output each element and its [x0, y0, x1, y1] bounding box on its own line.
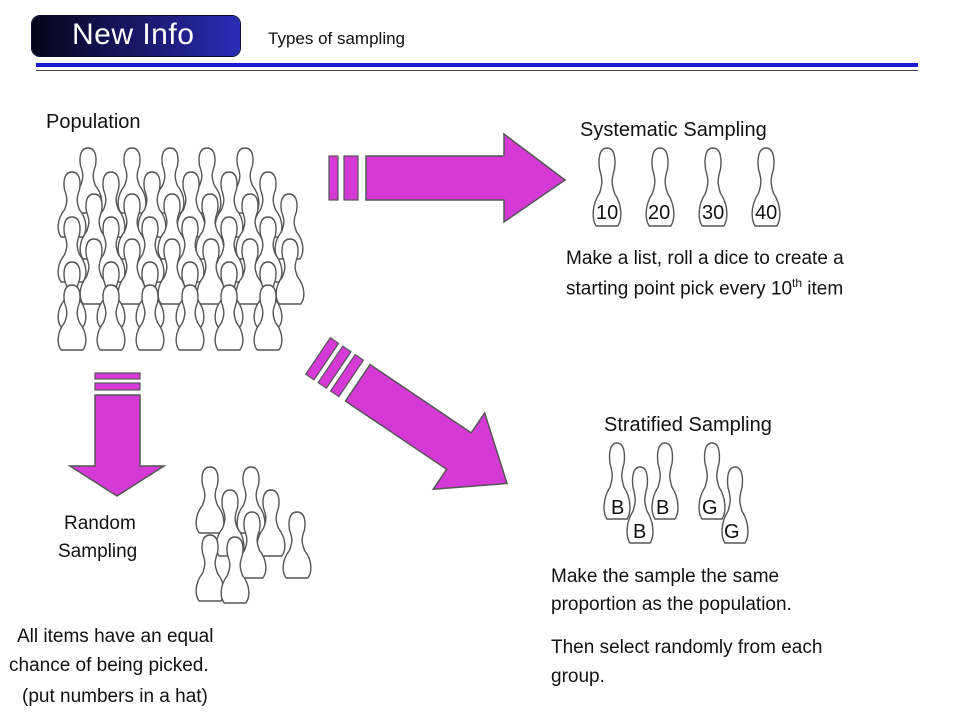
stratified-pin-label: G — [702, 497, 718, 519]
header-title: New Info — [72, 18, 195, 51]
stratified-sample-pins — [603, 442, 749, 544]
bowling-pin — [721, 466, 749, 544]
population-pins — [57, 147, 305, 351]
stratified-title: Stratified Sampling — [604, 414, 772, 436]
stratified-description-line1: Make the sample the same — [551, 566, 780, 587]
systematic-description-text: starting point pick every 10 — [566, 278, 793, 300]
bowling-pin — [220, 536, 250, 604]
bowling-pin — [698, 442, 726, 520]
stratified-pin-label: B — [611, 497, 625, 519]
bowling-pin — [79, 238, 109, 305]
bowling-pin — [96, 284, 126, 351]
random-description-line1: All items have an equal — [17, 626, 214, 647]
bowling-pin — [282, 511, 312, 579]
arrow-stripe — [304, 336, 340, 381]
stratified-description-line2: proportion as the population. — [551, 594, 792, 615]
bowling-pin — [196, 238, 226, 305]
bowling-pin — [57, 284, 87, 351]
arrow-to-stratified — [304, 336, 509, 491]
systematic-description-line2: starting point pick every 10th item — [566, 276, 843, 300]
bowling-pin — [275, 238, 305, 305]
stratified-pin-label: G — [724, 521, 740, 543]
header-rule-thin — [36, 70, 918, 71]
random-label-line2: Sampling — [58, 541, 138, 562]
bowling-pin — [603, 442, 631, 520]
stratified-description-line4: group. — [551, 666, 605, 687]
arrow-body — [344, 363, 509, 491]
bowling-pin — [175, 284, 205, 351]
systematic-title: Systematic Sampling — [580, 119, 767, 141]
random-sample-pins — [195, 466, 312, 604]
header-subtitle: Types of sampling — [268, 29, 406, 48]
random-description-line3: (put numbers in a hat) — [22, 686, 208, 707]
arrow-to-random — [67, 372, 167, 497]
systematic-pin-label: 40 — [755, 202, 778, 224]
arrow-stripe — [328, 155, 339, 201]
arrow-stripe — [94, 382, 141, 391]
bowling-pin — [626, 466, 654, 544]
bowling-pin — [235, 238, 265, 305]
arrow-body — [67, 394, 167, 497]
bowling-pin — [651, 442, 679, 520]
systematic-description-line1: Make a list, roll a dice to create a — [566, 248, 844, 269]
bowling-pin — [698, 147, 728, 227]
arrow-stripe — [329, 353, 365, 398]
stratified-pin-label: B — [656, 497, 670, 519]
bowling-pin — [195, 534, 225, 602]
header-title-badge: New Info — [32, 16, 240, 56]
arrow-stripe — [343, 155, 359, 201]
arrow-stripe — [317, 345, 352, 390]
bowling-pin — [237, 511, 267, 579]
arrow-to-systematic — [328, 132, 567, 224]
systematic-pin-label: 30 — [702, 202, 725, 224]
bowling-pin — [645, 147, 675, 227]
bowling-pin — [256, 489, 286, 557]
bowling-pin — [135, 284, 165, 351]
population-label: Population — [46, 111, 141, 133]
bowling-pin — [592, 147, 622, 227]
random-description-line2: chance of being picked. — [9, 655, 209, 676]
bowling-pin — [195, 466, 225, 534]
bowling-pin — [157, 238, 187, 305]
bowling-pin — [214, 284, 244, 351]
header-rule — [36, 63, 918, 67]
arrow-stripe — [94, 372, 141, 380]
bowling-pin — [253, 284, 283, 351]
systematic-pin-label: 20 — [648, 202, 671, 224]
systematic-description-text-end: item — [802, 278, 844, 300]
stratified-pin-label: B — [633, 521, 647, 543]
bowling-pin — [117, 238, 147, 305]
systematic-pin-label: 10 — [596, 202, 619, 224]
bowling-pin — [751, 147, 781, 227]
systematic-sample-pins — [592, 147, 781, 227]
random-label-line1: Random — [64, 513, 136, 534]
systematic-description-superscript: th — [792, 276, 803, 290]
arrow-body — [365, 132, 567, 224]
stratified-description-line3: Then select randomly from each — [551, 637, 823, 658]
